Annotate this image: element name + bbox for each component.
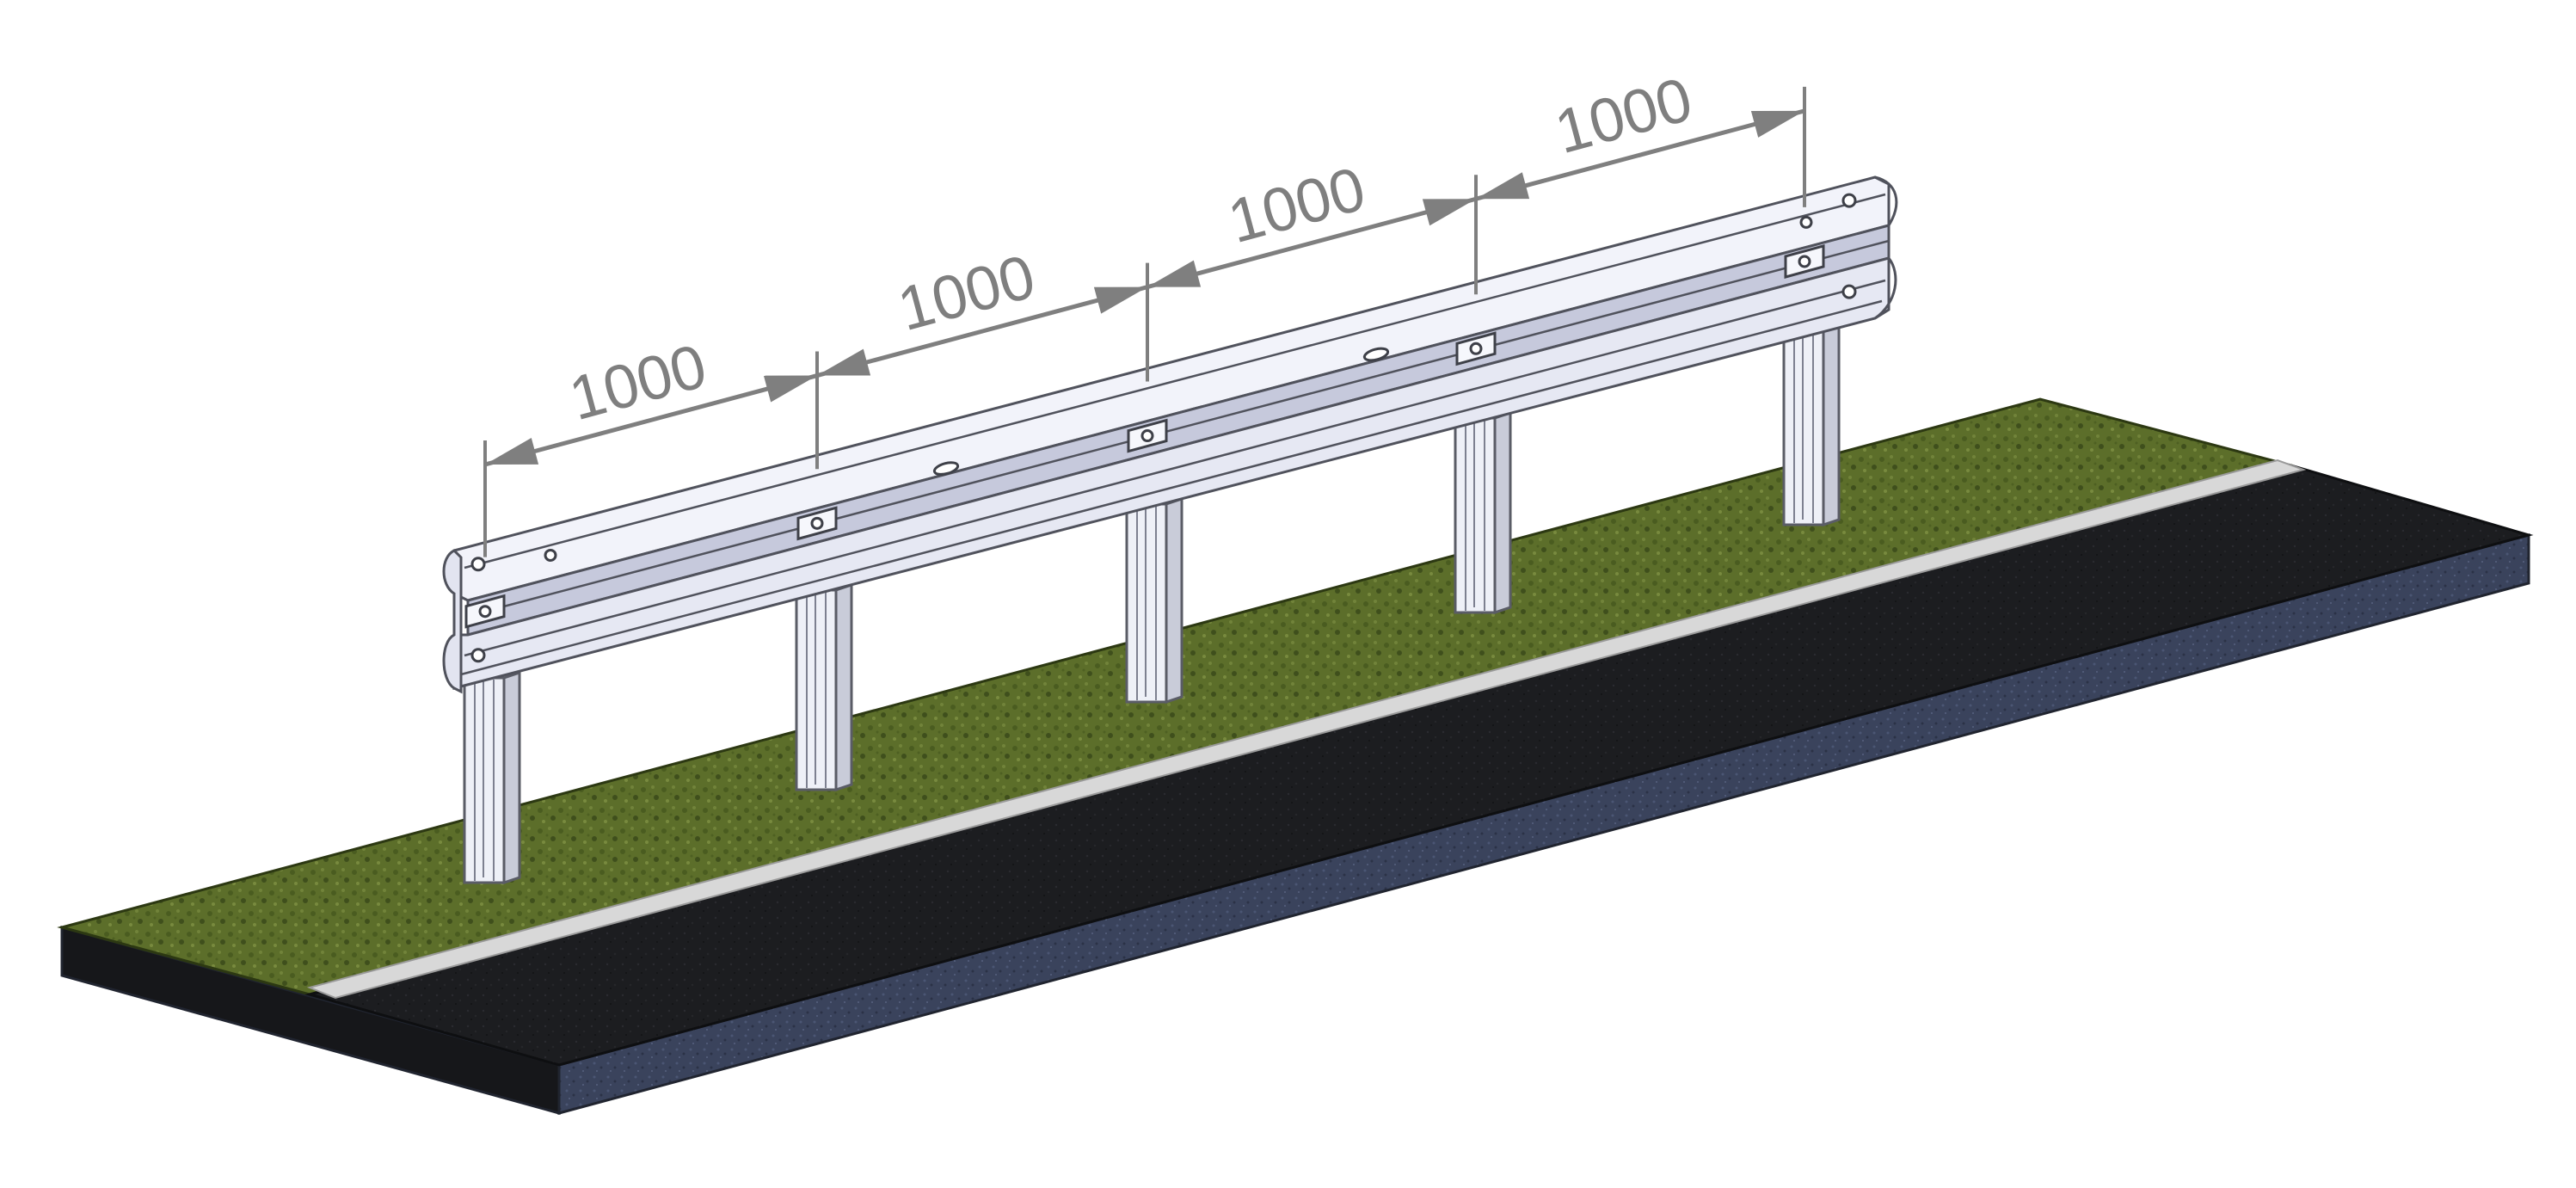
- arrowhead: [1750, 110, 1804, 138]
- post-side-face: [502, 670, 521, 885]
- bolt-icon: [1841, 193, 1857, 208]
- rail-spacer-block: [1455, 331, 1497, 366]
- rail-spacer-block: [1784, 244, 1825, 279]
- dimension-line: [484, 373, 818, 467]
- slot-icon: [932, 461, 960, 476]
- guardrail-post: [463, 670, 521, 885]
- bolt-icon: [470, 648, 486, 663]
- dimension-label: 1000: [563, 331, 713, 434]
- rail-far-end: [1874, 175, 1898, 320]
- guardrail-post: [1125, 496, 1183, 705]
- slot-icon: [1362, 347, 1390, 362]
- rail-end-cap: [442, 549, 463, 694]
- rail-spacer-block: [464, 594, 506, 629]
- posts-group: [463, 323, 1841, 885]
- rail-spacer-block: [1127, 418, 1168, 453]
- dimension-label: 1000: [891, 242, 1042, 344]
- post-side-face: [1822, 323, 1841, 527]
- rail-spacer-block: [796, 506, 838, 541]
- bolt-icon: [1841, 284, 1857, 299]
- lane-line: [306, 459, 2307, 1000]
- dimension-label: 1000: [1548, 65, 1699, 167]
- post-side-face: [834, 582, 853, 792]
- guardrail-post: [1782, 323, 1841, 527]
- dimension-label: 1000: [1221, 154, 1372, 256]
- arrowhead: [763, 375, 817, 403]
- arrowhead: [817, 348, 871, 376]
- guardrail-post: [1454, 410, 1512, 615]
- bolt-icon: [810, 516, 824, 530]
- post-side-face: [1165, 496, 1183, 705]
- arrowhead: [1147, 260, 1202, 287]
- road-slab: [57, 397, 2534, 1115]
- dimension-line: [1475, 108, 1805, 201]
- post-side-face: [1493, 410, 1512, 615]
- bolt-icon: [1469, 342, 1483, 355]
- bolt-icon: [544, 548, 557, 562]
- dimension-line: [1147, 196, 1477, 290]
- bolt-icon: [1798, 255, 1811, 268]
- bolt-icon: [470, 557, 486, 572]
- guardrail-post: [795, 582, 853, 792]
- rail-fixings: [464, 193, 1857, 663]
- arrowhead: [1476, 172, 1530, 200]
- arrowhead: [1093, 286, 1147, 314]
- bolt-icon: [1799, 215, 1813, 229]
- dimension-line: [816, 285, 1148, 378]
- bolt-icon: [1140, 429, 1154, 443]
- arrowhead: [485, 438, 539, 465]
- arrowhead: [1422, 199, 1476, 226]
- bolt-icon: [478, 605, 492, 619]
